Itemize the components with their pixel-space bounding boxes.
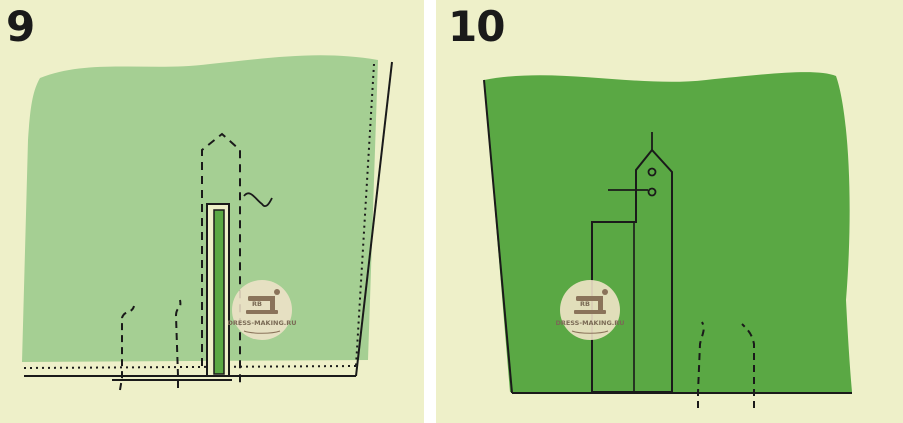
slit-dashed-outline	[201, 132, 241, 388]
sewing-machine-icon	[246, 289, 280, 314]
watermark-text: DRESS-MAKING.RU	[555, 319, 624, 327]
sewing-machine-icon	[574, 289, 608, 314]
watermark: RB DRESS-MAKING.RU	[555, 280, 625, 340]
watermark-monogram: RB	[580, 300, 590, 308]
step-10-panel: 10 RB DRESS-MAKING.RU	[436, 0, 903, 423]
button-mark-cross	[608, 182, 648, 198]
fabric-edge-side	[355, 61, 393, 377]
step-9-diagram: RB DRESS-MAKING.RU	[22, 55, 393, 391]
fabric-piece	[22, 55, 378, 362]
stitch-line-left	[119, 305, 135, 391]
watermark: RB DRESS-MAKING.RU	[227, 280, 297, 340]
facing-strip-fold	[213, 209, 225, 375]
seam-line-side	[355, 63, 375, 367]
step-10-diagram: RB DRESS-MAKING.RU	[483, 72, 852, 408]
seam-line-hem	[23, 365, 357, 369]
watermark-monogram: RB	[252, 300, 262, 308]
fabric-piece	[484, 72, 852, 392]
break-mark	[243, 192, 273, 208]
watermark-text: DRESS-MAKING.RU	[227, 319, 296, 327]
stitch-line-right	[174, 299, 182, 388]
step-number-9: 9	[6, 2, 35, 51]
stitch-line-left	[697, 321, 705, 408]
step-9-panel: 9 RB DRESS-MAKING.RU	[0, 0, 424, 423]
slit-panel-outline	[591, 148, 673, 393]
button-mark-bottom	[647, 187, 657, 197]
step-number-10: 10	[448, 2, 505, 51]
fabric-edge-side	[483, 79, 513, 394]
button-mark-top	[647, 167, 657, 177]
stitch-line-right	[741, 323, 755, 408]
